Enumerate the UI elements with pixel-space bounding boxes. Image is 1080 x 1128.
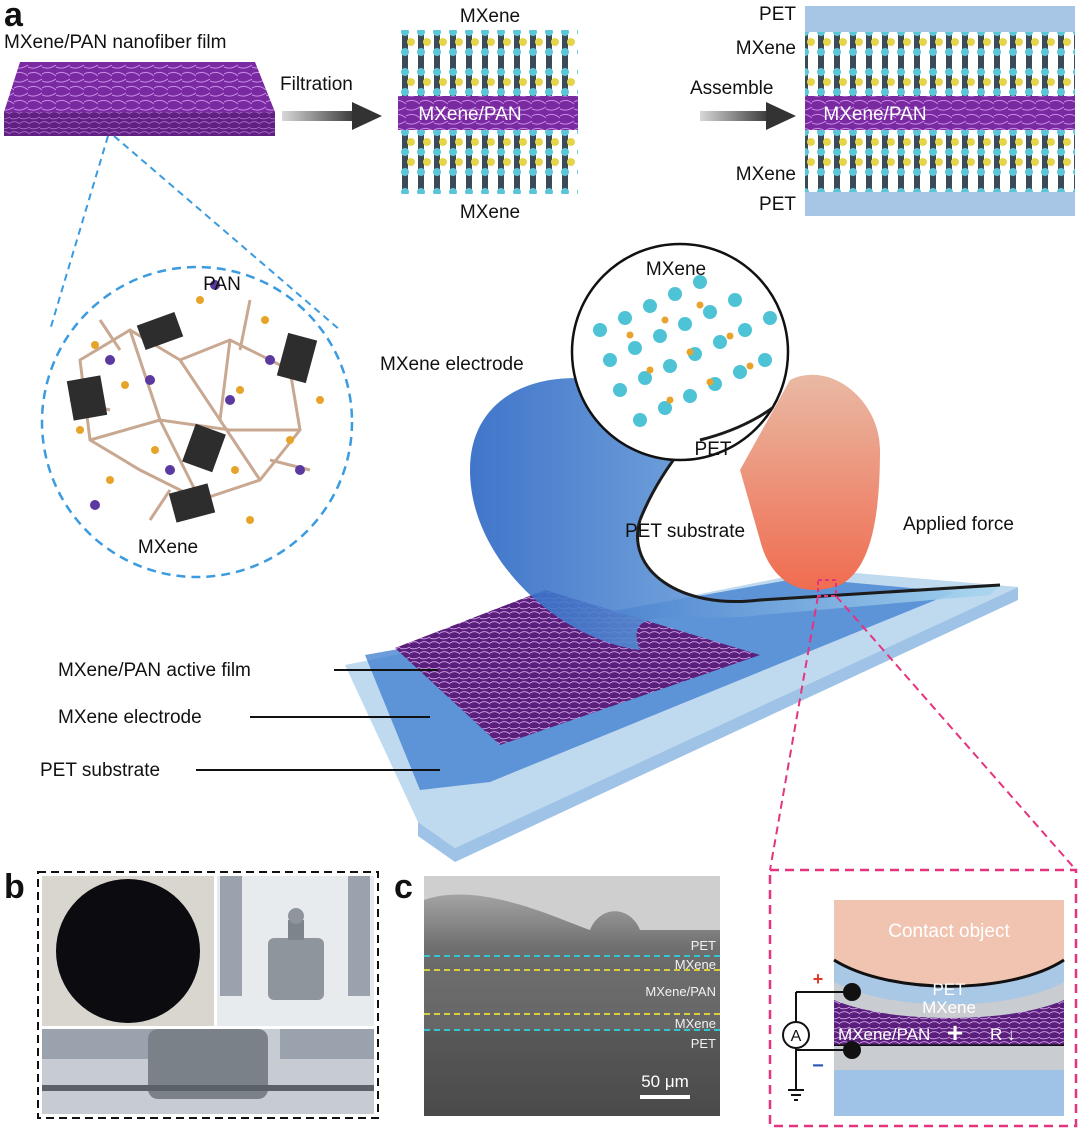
stack2-top-mxene-label: MXene xyxy=(736,38,796,59)
inset-mxene-label: MXene xyxy=(922,998,976,1017)
sem-layer-pet-top: PET xyxy=(691,938,716,953)
electrode-top-label: MXene electrode xyxy=(380,354,524,375)
leader-lines xyxy=(196,669,440,771)
top-terminal xyxy=(843,983,861,1001)
stack2-middle-label: MXene/PAN xyxy=(823,104,926,125)
nanofiber-film xyxy=(4,62,275,136)
zoom-mxene-label: MXene xyxy=(138,537,198,558)
bottom-terminal xyxy=(843,1041,861,1059)
panel-label-b: b xyxy=(4,868,25,906)
stack1-middle-label: MXene/PAN xyxy=(418,104,521,125)
pet-substrate-top-label: PET substrate xyxy=(625,521,745,542)
inset-mxene-pan-label: MXene/PAN xyxy=(838,1025,930,1044)
inset-connector xyxy=(769,579,1077,871)
inset-pet-label: PET xyxy=(932,980,965,999)
scale-bar xyxy=(640,1095,690,1099)
panel-label-a: a xyxy=(4,0,24,34)
scale-bar-label: 50 μm xyxy=(641,1072,689,1091)
stack1-top-label: MXene xyxy=(460,6,520,27)
active-film-label: MXene/PAN active film xyxy=(58,660,251,681)
assemble-arrow xyxy=(700,102,796,130)
stack2-top-pet-label: PET xyxy=(759,4,796,25)
photo-film xyxy=(42,876,214,1026)
inset-resistance-label: R ↓ xyxy=(990,1025,1016,1044)
sem-layer-pet-bottom: PET xyxy=(691,1036,716,1051)
pan-zoom-circle xyxy=(40,265,354,579)
step1-label: Filtration xyxy=(280,74,353,95)
sem-layer-mxene-bottom: MXene xyxy=(675,1016,716,1031)
sem-layer-mxene-top: MXene xyxy=(675,957,716,972)
stack2-bot-mxene-label: MXene xyxy=(736,164,796,185)
inset-plus-sign: + xyxy=(947,1017,963,1048)
atom-pet-label: PET xyxy=(695,439,732,460)
applied-force-label: Applied force xyxy=(903,514,1014,535)
step2-label: Assemble xyxy=(690,78,773,99)
minus-terminal-label: − xyxy=(812,1055,824,1077)
circuit-wires xyxy=(788,991,852,1101)
sem-image xyxy=(424,876,720,1116)
substrate-label: PET substrate xyxy=(40,760,160,781)
atom-mxene-label: MXene xyxy=(646,259,706,280)
photo-weight xyxy=(217,876,374,1026)
panel-b-frame xyxy=(37,871,379,1119)
zoom-lines xyxy=(49,135,341,331)
sem-layer-mxene-pan: MXene/PAN xyxy=(645,984,716,999)
electrode-label: MXene electrode xyxy=(58,707,202,728)
active-film xyxy=(395,590,760,745)
inset-contact-label: Contact object xyxy=(888,921,1010,942)
stack1-diagram xyxy=(398,30,578,194)
pan-network xyxy=(66,280,324,524)
inset-layers xyxy=(833,900,1065,1116)
pan-label: PAN xyxy=(203,274,241,295)
ammeter-label: A xyxy=(791,1028,802,1045)
film-title: MXene/PAN nanofiber film xyxy=(4,32,226,53)
mxene-lattice xyxy=(593,275,788,442)
inset-frame xyxy=(768,868,1078,1128)
finger xyxy=(740,374,880,590)
stack2-bot-pet-label: PET xyxy=(759,194,796,215)
filtration-arrow xyxy=(282,102,382,130)
plus-terminal-label: + xyxy=(813,969,824,989)
ammeter-icon xyxy=(782,1021,810,1049)
panel-label-c: c xyxy=(394,868,413,906)
stack1-bottom-label: MXene xyxy=(460,202,520,223)
photo-press xyxy=(42,1029,374,1114)
stack2-diagram xyxy=(805,6,1075,216)
